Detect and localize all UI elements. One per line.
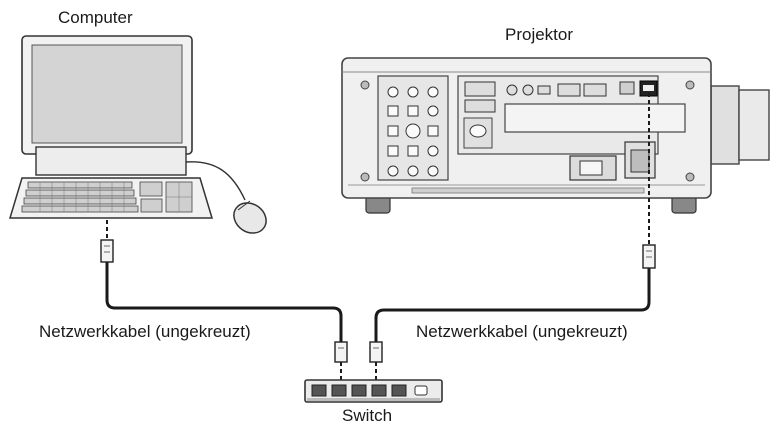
network-cable-left [105,220,343,382]
cable-label-left: Netzwerkkabel (ungekreuzt) [39,322,251,341]
projector-label: Projektor [505,25,574,44]
switch-label: Switch [342,406,393,425]
desktop-computer-icon [8,35,267,234]
network-cable-right [374,93,651,382]
network-switch-icon [304,379,443,403]
projector-icon [341,57,770,214]
computer-label: Computer [58,8,133,27]
cable-label-right: Netzwerkkabel (ungekreuzt) [416,322,628,341]
mouse-icon [233,200,267,234]
rj45-connector-icon [100,239,656,363]
